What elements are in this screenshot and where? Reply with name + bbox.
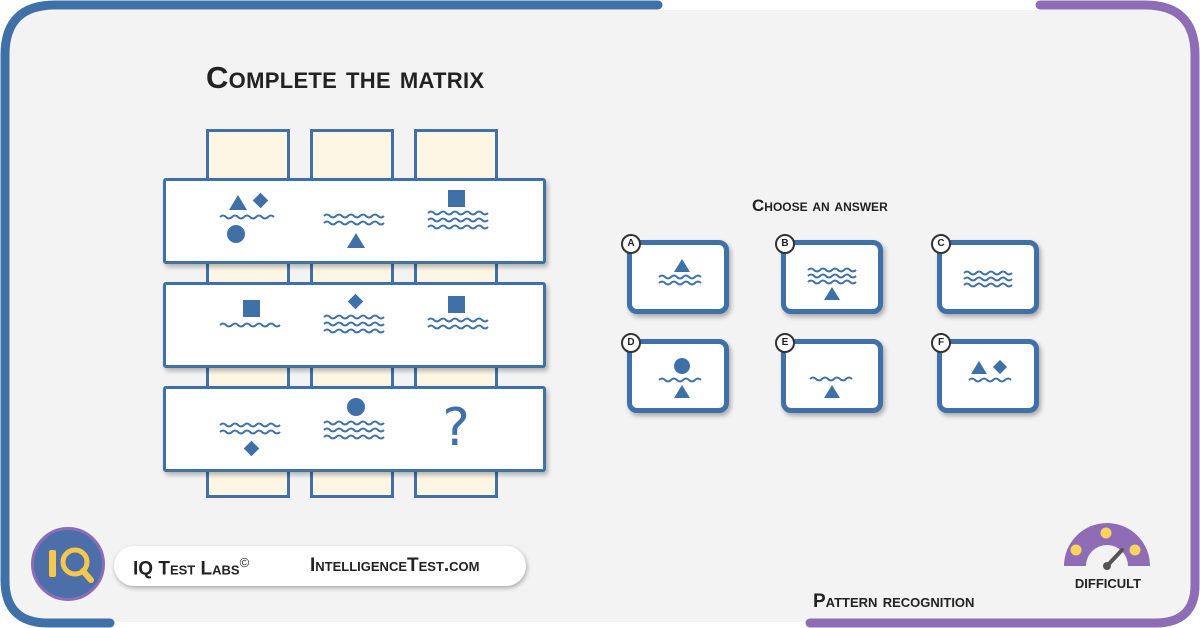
category-label: Pattern recognition <box>813 591 975 612</box>
answer-option-d[interactable]: D <box>621 333 729 413</box>
brand-site: IntelligenceTest.com <box>310 555 480 576</box>
page-title: Complete the matrix <box>206 60 485 95</box>
option-letter: D <box>621 333 641 353</box>
brand-name: IQ Test Labs© <box>133 555 250 580</box>
copyright-mark: © <box>239 555 250 570</box>
option-letter: B <box>775 234 795 254</box>
option-letter: C <box>931 234 951 254</box>
answer-option-b[interactable]: B <box>775 234 883 314</box>
difficulty-gauge-icon <box>1064 523 1150 570</box>
matrix-cell <box>206 282 290 368</box>
answer-option-f[interactable]: F <box>931 333 1039 413</box>
matrix-cell <box>310 178 394 264</box>
difficulty-label: DIFFICULT <box>1074 576 1142 591</box>
choose-answer-label: Choose an answer <box>752 196 888 215</box>
matrix-row-3: ? <box>163 386 546 472</box>
matrix-cell <box>414 178 498 264</box>
matrix-row-2 <box>163 282 546 368</box>
answer-option-a[interactable]: A <box>621 234 729 314</box>
answer-option-c[interactable]: C <box>931 234 1039 314</box>
brand-pill: IQ Test Labs© IntelligenceTest.com <box>114 546 526 586</box>
answer-option-e[interactable]: E <box>775 333 883 413</box>
matrix-cell <box>310 386 394 472</box>
matrix-cell <box>206 178 290 264</box>
matrix-cell <box>414 282 498 368</box>
option-letter: E <box>775 333 795 353</box>
option-letter: A <box>621 234 641 254</box>
question-mark: ? <box>442 398 470 458</box>
matrix-cell <box>206 386 290 472</box>
iq-logo-icon <box>31 527 105 601</box>
missing-cell: ? <box>414 386 498 472</box>
matrix-cell <box>310 282 394 368</box>
option-letter: F <box>931 333 951 353</box>
matrix-row-1 <box>163 178 546 264</box>
